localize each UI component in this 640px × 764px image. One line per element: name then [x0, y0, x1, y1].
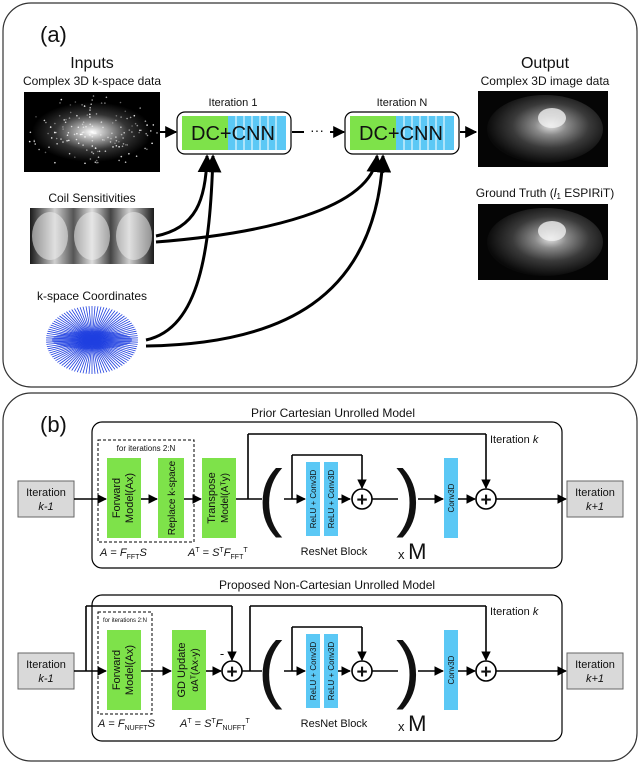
top-resnet-sum-plus: + — [356, 490, 367, 511]
bottom-forward-model — [107, 630, 141, 710]
curve-coil-to-iter1 — [155, 154, 216, 238]
bottom-iter-out-line2: k+1 — [586, 673, 604, 685]
inputs-heading: Inputs — [70, 55, 114, 72]
top-relu-conv-1 — [306, 462, 320, 536]
top-iter-out-line2: k+1 — [586, 501, 604, 513]
top-final-sum-plus: + — [480, 490, 491, 511]
top-transpose-model — [202, 458, 236, 538]
iter1-label: Iteration 1 — [209, 97, 258, 109]
bottom-gd-line1: GD Update — [176, 642, 188, 697]
bottom-gd-line2: αAᵀ(Ax-y) — [190, 648, 201, 691]
kspace-speckle — [28, 95, 158, 165]
top-iter-in-line1: Iteration — [26, 487, 66, 499]
bottom-iter-out — [566, 652, 624, 690]
bottom-conv3d — [444, 630, 458, 710]
bottom-final-sum-plus: + — [480, 662, 491, 683]
panel-b-label: (b) — [40, 412, 67, 437]
bottom-iter-out-line1: Iteration — [575, 659, 615, 671]
top-conv3d — [444, 458, 458, 538]
iterN-cnn-stripes — [403, 116, 445, 150]
bottom-iter-k: Iteration k — [490, 606, 539, 618]
output-heart-core — [538, 108, 566, 128]
iter1-block-label: DC+CNN — [191, 123, 275, 145]
coil-lobe-right — [116, 212, 152, 260]
top-iter-in — [17, 480, 75, 518]
top-title: Prior Cartesian Unrolled Model — [251, 406, 415, 420]
bottom-resnet-sum-plus: + — [356, 662, 367, 683]
top-forward-model — [107, 458, 141, 538]
top-relu-conv-2-label: ReLU + Conv3D — [327, 470, 336, 529]
panel-a-label: (a) — [40, 22, 67, 47]
top-forward-line1: Forward — [111, 478, 123, 518]
bottom-relu-conv-1-label: ReLU + Conv3D — [309, 642, 318, 701]
kspace-caption: Complex 3D k-space data — [23, 74, 161, 88]
bottom-iter-in-line1: Iteration — [26, 659, 66, 671]
coil-caption: Coil Sensitivities — [48, 191, 135, 205]
bottom-times-m: x M — [398, 711, 426, 736]
iterN-block-label: DC+CNN — [359, 123, 443, 145]
panel-b-frame — [2, 392, 638, 762]
bottom-paren-left: ( — [258, 627, 283, 710]
bottom-iter-in-line2: k-1 — [38, 673, 53, 685]
curve-coords-to-iter1 — [145, 154, 222, 342]
top-forward-line2: Model(Ax) — [124, 473, 136, 523]
top-iter-k: Iteration k — [490, 434, 539, 446]
trajectory-core — [52, 331, 132, 349]
top-iter-in-line2: k-1 — [38, 501, 53, 513]
bottom-relu-conv-2-label: ReLU + Conv3D — [327, 642, 336, 701]
top-transpose-line2: Model(Aᵀy) — [220, 473, 231, 523]
bottom-relu-conv-1 — [306, 634, 320, 708]
top-iter-out-line1: Iteration — [575, 487, 615, 499]
bottom-iter-in — [17, 652, 75, 690]
coords-caption: k-space Coordinates — [37, 289, 147, 303]
ellipsis: ··· — [310, 122, 324, 138]
bottom-forward-line2: Model(Ax) — [124, 645, 136, 695]
top-iter-out — [566, 480, 624, 518]
top-replace-kspace — [158, 458, 184, 538]
bottom-title: Proposed Non-Cartesian Unrolled Model — [219, 578, 435, 592]
iterN-label: Iteration N — [377, 97, 428, 109]
kspace-coordinates-plot — [46, 306, 138, 374]
bottom-for-iter-box — [97, 611, 153, 715]
bottom-for-iter-label: for iterations 2:N — [103, 618, 147, 624]
bottom-relu-conv-2 — [324, 634, 338, 708]
bottom-eq-A: A = FNUFFTS — [97, 718, 156, 732]
gt-heart-core — [538, 221, 566, 241]
top-resnet-label: ResNet Block — [301, 546, 368, 558]
top-relu-conv-1-label: ReLU + Conv3D — [309, 470, 318, 529]
iter1-dc — [182, 116, 228, 150]
top-transpose-line1: Transpose — [206, 472, 218, 524]
bottom-resnet-label: ResNet Block — [301, 718, 368, 730]
coil-lobe-left — [32, 212, 68, 260]
bottom-forward-line1: Forward — [111, 650, 123, 690]
iter1-cnn-stripes — [235, 116, 277, 150]
top-eq-AT: AT = STFFFTT — [187, 547, 248, 561]
bottom-eq-AT: AT = STFNUFFTT — [179, 718, 250, 732]
iterN-dc — [350, 116, 396, 150]
output-caption: Complex 3D image data — [481, 74, 610, 88]
top-paren-right: ) — [396, 455, 421, 538]
bottom-gd-sum-plus: + — [226, 662, 237, 683]
bottom-conv3d-label: Conv3D — [447, 655, 456, 684]
top-replace-label: Replace k-space — [167, 460, 178, 535]
curve-coil-to-iterN — [155, 154, 385, 244]
panel-a-frame — [2, 2, 638, 388]
coil-lobe-mid — [74, 212, 110, 260]
top-times-m: x M — [398, 539, 426, 564]
top-paren-left: ( — [258, 455, 283, 538]
output-heading: Output — [521, 55, 570, 72]
gt-caption: Ground Truth (l1 ESPIRiT) — [476, 186, 615, 201]
top-for-iter-label: for iterations 2:N — [117, 444, 176, 453]
top-for-iter-box — [97, 439, 195, 543]
top-relu-conv-2 — [324, 462, 338, 536]
curve-coords-to-iterN — [145, 154, 392, 348]
bottom-gd-update — [172, 630, 206, 710]
output-heart — [487, 95, 603, 163]
top-eq-A: A = FFFTS — [99, 547, 147, 561]
top-conv3d-label: Conv3D — [447, 483, 456, 512]
bottom-minus: - — [220, 646, 224, 661]
gt-heart — [487, 208, 603, 276]
bottom-paren-right: ) — [396, 627, 421, 710]
